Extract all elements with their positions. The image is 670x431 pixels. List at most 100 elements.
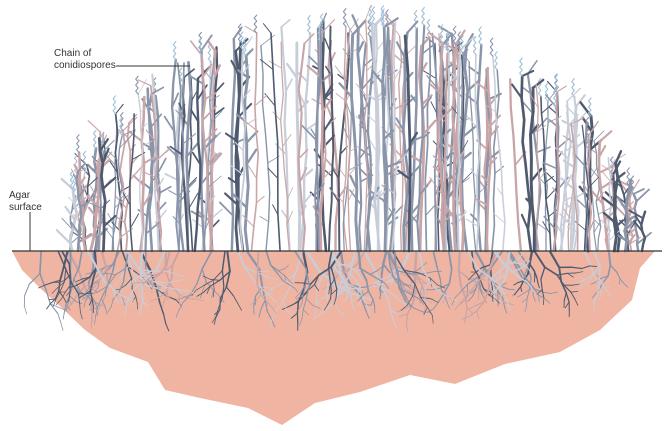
conidiophore-branch <box>281 20 290 27</box>
conidiospore-chain <box>77 135 80 153</box>
substrate-hypha <box>258 252 259 270</box>
agar-surface-label-line-1: Agar <box>9 190 42 202</box>
conidiophore <box>252 33 259 251</box>
substrate-hypha <box>297 302 298 313</box>
conidiophore-branch <box>103 178 115 189</box>
substrate-hypha <box>599 266 600 279</box>
conidiophore-branch <box>183 134 195 144</box>
conidiophore-branch <box>255 95 267 105</box>
aerial-mycelium <box>57 5 651 251</box>
conidiospore-chain <box>238 24 241 42</box>
conidiospore-chain <box>372 7 375 25</box>
conidiophore-branch <box>88 121 100 132</box>
substrate-hypha <box>142 293 143 302</box>
conidiospore-chain <box>473 37 476 55</box>
conidiophore-branch <box>269 61 282 68</box>
conidiospore-chain <box>208 44 211 62</box>
conidiophore <box>138 94 143 251</box>
substrate-hypha <box>172 266 173 278</box>
conidiophore <box>245 56 248 251</box>
conidiophore-branch <box>537 147 551 153</box>
conidiophore-branch <box>563 136 573 142</box>
conidiophore-branch <box>309 56 319 65</box>
conidiospore-chain <box>173 42 176 60</box>
agar-surface-label-line-2: surface <box>9 202 42 214</box>
conidiophore-branch <box>600 131 612 141</box>
conidiophore-branch <box>370 141 376 151</box>
conidiophore-branch <box>261 35 275 46</box>
substrate-hypha <box>69 264 70 275</box>
conidiospore-chain <box>113 96 116 114</box>
substrate-hypha <box>415 252 416 273</box>
conidiophore <box>148 89 154 252</box>
substrate-hypha <box>25 284 30 296</box>
conidiophore-branch <box>495 166 504 173</box>
conidiospores-label-line-2: conidiospores <box>54 60 116 72</box>
conidiophore-branch <box>353 15 359 28</box>
substrate-hypha <box>267 302 268 309</box>
conidiophore <box>261 46 270 251</box>
conidiospore-chain <box>94 131 97 149</box>
conidiophore-branch <box>260 217 269 222</box>
conidiophore-branch <box>263 24 271 34</box>
conidiophore-branch <box>323 20 335 32</box>
substrate-hypha <box>189 299 197 300</box>
conidiophore-branch <box>130 214 138 228</box>
conidiophore-branch <box>512 85 522 98</box>
conidiophore-branch <box>494 213 505 223</box>
substrate-hypha <box>91 320 92 328</box>
conidiophore-branch <box>394 67 402 80</box>
substrate-hypha <box>395 252 396 267</box>
substrate-hypha <box>141 252 142 268</box>
conidiophore <box>425 38 430 252</box>
conidiospore-chain <box>70 171 73 189</box>
conidiophore-branch <box>340 169 346 177</box>
conidiophore-branch <box>57 230 71 243</box>
substrate-hypha <box>459 252 460 271</box>
conidiospore-chain <box>136 76 139 94</box>
conidiospore-chain <box>479 27 482 45</box>
conidiophore-branch <box>426 205 436 215</box>
conidiophore-branch <box>248 165 257 178</box>
substrate-hypha <box>478 291 479 299</box>
conidiophore-branch <box>257 196 265 202</box>
substrate-hypha <box>527 298 528 305</box>
conidiospore-chain <box>495 52 498 70</box>
conidiophore-branch <box>190 76 203 84</box>
conidiophore <box>510 79 521 251</box>
conidiospore-chain <box>308 16 311 34</box>
substrate-hypha <box>590 266 597 267</box>
substrate-hypha <box>142 282 143 293</box>
conidiospore-chain <box>254 15 257 33</box>
conidiophore-branch <box>324 117 333 131</box>
conidiophore-branch <box>116 104 124 113</box>
conidiospores-label: Chain of conidiospores <box>54 48 116 72</box>
substrate-hypha <box>327 287 328 295</box>
conidiophore-branch <box>138 80 151 86</box>
conidiospore-chain <box>422 8 425 26</box>
substrate-hypha <box>257 270 258 284</box>
substrate-hypha <box>133 283 138 284</box>
conidiophore-branch <box>634 189 644 194</box>
substrate-hypha <box>349 288 357 289</box>
substrate-hypha <box>347 291 348 297</box>
substrate-hypha <box>63 313 64 319</box>
conidiospore-chain <box>427 20 430 38</box>
conidiophore-branch <box>469 67 480 75</box>
substrate-hypha <box>336 289 337 298</box>
conidiophore-branch <box>233 194 247 208</box>
conidiophore-branch <box>226 134 236 140</box>
conidiospore-chain <box>490 38 493 56</box>
substrate-hypha <box>504 263 514 264</box>
conidiospore-chain <box>520 58 523 76</box>
conidiospore-chain <box>343 9 346 27</box>
substrate-hypha <box>107 269 108 283</box>
conidiophore-branch <box>268 168 278 178</box>
substrate-hypha <box>24 306 26 314</box>
substrate-hypha <box>494 288 495 297</box>
conidiophore-branch <box>133 175 143 185</box>
substrate-hypha <box>49 299 55 300</box>
substrate-hypha <box>47 304 50 309</box>
conidiospore-chain <box>545 83 548 101</box>
